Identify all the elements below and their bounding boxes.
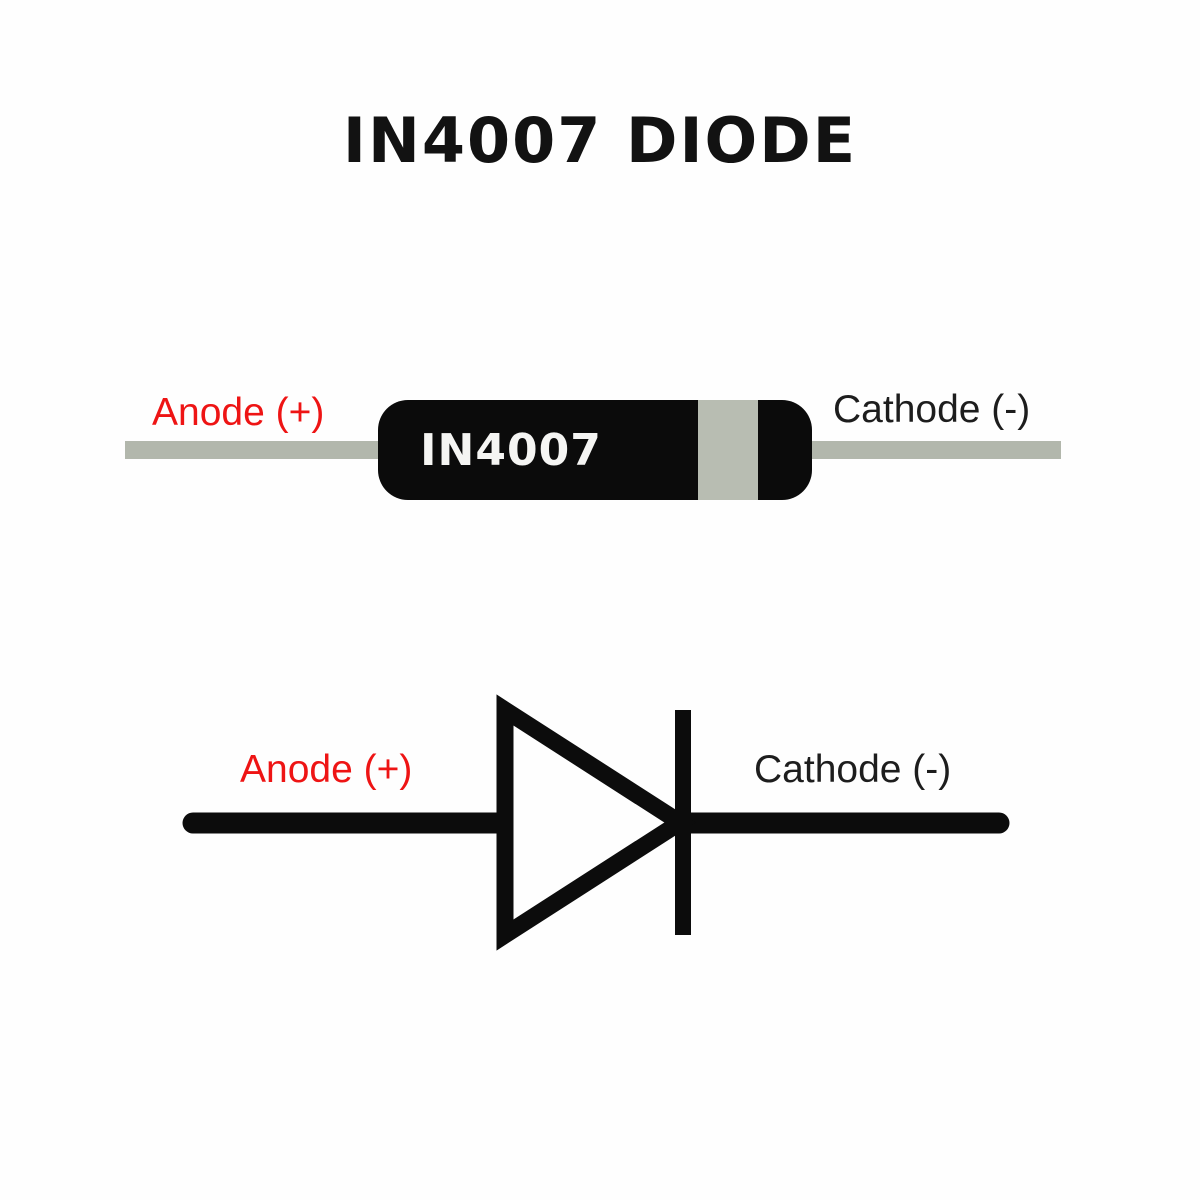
diode-part-number: IN4007 — [420, 424, 602, 476]
diode-symbol-icon — [182, 694, 1010, 951]
cathode-band — [698, 400, 758, 500]
cathode-lead-wire — [803, 441, 1061, 459]
anode-label-symbol: Anode (+) — [240, 748, 413, 791]
page-title: IN4007 DIODE — [342, 104, 858, 177]
cathode-label-physical: Cathode (-) — [833, 388, 1031, 431]
symbol-cathode-bar — [675, 710, 691, 935]
cathode-label-symbol: Cathode (-) — [754, 748, 952, 791]
symbol-triangle — [496, 694, 696, 951]
anode-lead-wire — [125, 441, 387, 459]
diode-body: IN4007 — [378, 400, 812, 500]
anode-label-physical: Anode (+) — [152, 391, 325, 434]
